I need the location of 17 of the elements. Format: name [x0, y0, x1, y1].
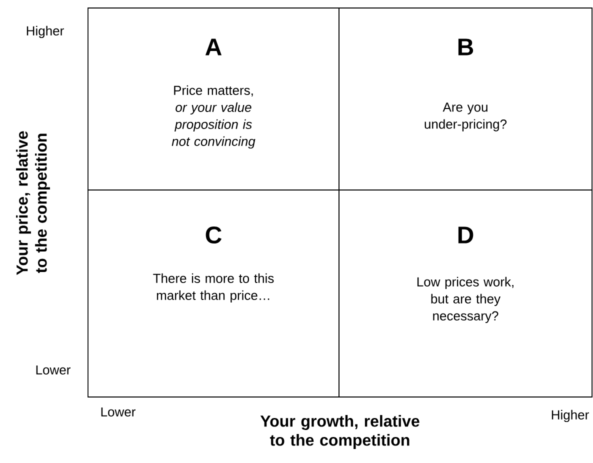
quadrant-text: Low prices work, but are they necessary? — [417, 276, 514, 324]
quadrant-text: Are you under-pricing? — [424, 102, 507, 132]
axis-title: Your price, relative to the competition — [16, 131, 50, 276]
quadrant-text: There is more to this market than price… — [153, 273, 274, 303]
quadrant-text: Price matters, or your value proposition is not convincing — [172, 85, 256, 149]
quadrant-letter: C — [206, 226, 222, 244]
quadrant-letter: A — [205, 38, 222, 56]
quadrant-letter: B — [458, 38, 474, 56]
quadrant-letter: D — [458, 226, 474, 244]
quadrant-box — [88, 8, 340, 190]
axis-title: Your growth, relative to the competition — [260, 415, 420, 449]
axis-tick-label: Higher — [552, 410, 589, 422]
quadrant-box — [338, 8, 592, 190]
quadrant-box — [88, 190, 340, 398]
axis-tick-label: Higher — [26, 26, 64, 38]
quadrant-box — [338, 190, 592, 398]
axis-tick-label: Lower — [36, 365, 70, 375]
